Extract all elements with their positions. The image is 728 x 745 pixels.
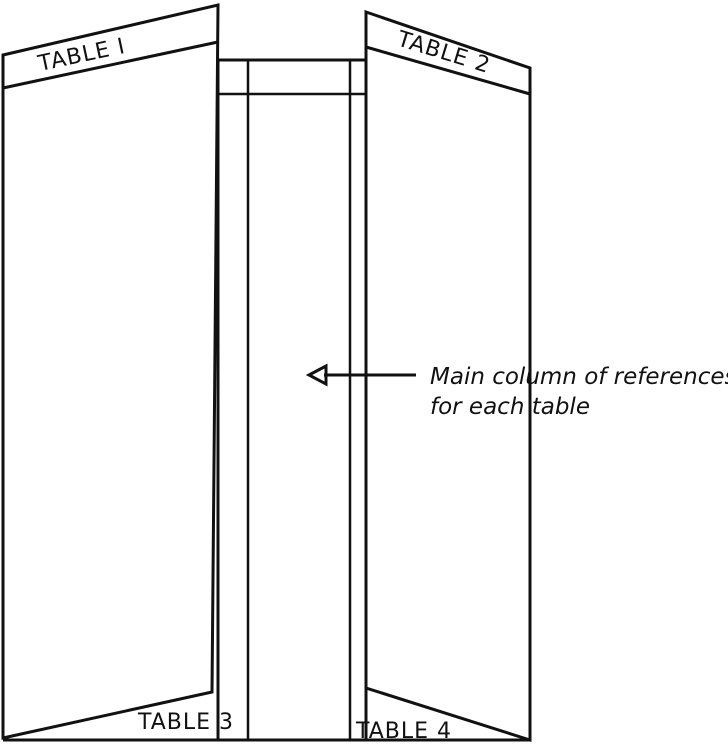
arrow-head bbox=[305, 363, 328, 387]
panel-table-1-header-rule bbox=[2, 40, 219, 90]
panel-table-2-header-rule bbox=[365, 45, 531, 96]
annotation-line-2: for each table bbox=[430, 394, 590, 420]
label-table-3: TABLE 3 bbox=[137, 710, 234, 735]
panel-table-1-body bbox=[1, 3, 220, 740]
label-table-4: TABLE 4 bbox=[355, 719, 452, 744]
central-reference-column bbox=[216, 58, 368, 742]
annotation-line-1: Main column of references bbox=[430, 364, 728, 390]
panel-table-1: TABLE I bbox=[1, 3, 220, 740]
central-column-outer bbox=[216, 58, 368, 742]
annotation-arrow bbox=[305, 363, 416, 387]
